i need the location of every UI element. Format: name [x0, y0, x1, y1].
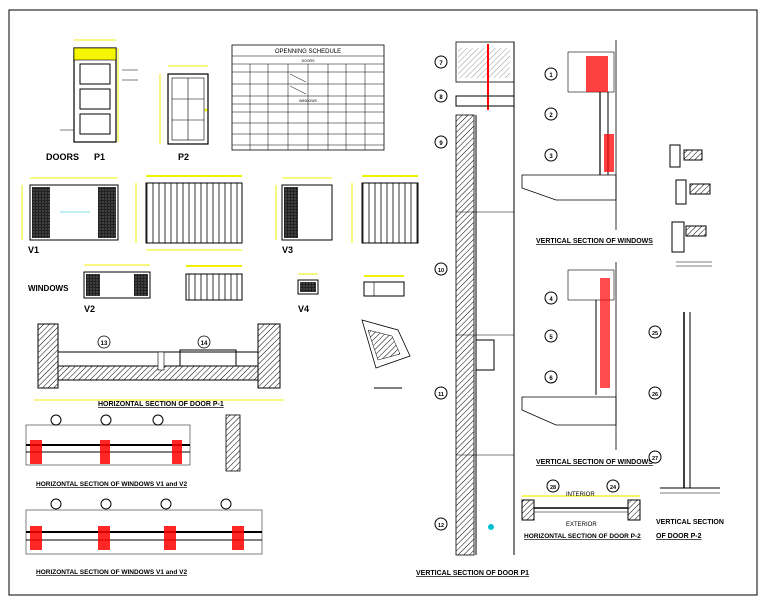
door-p2-elevation: [159, 65, 209, 145]
hsec-door-p2-title: HORIZONTAL SECTION OF DOOR P-2: [524, 533, 641, 540]
callout-26: 26: [648, 386, 662, 400]
vsec-door-p1-drawing: [455, 41, 515, 556]
schedule-windows-heading: WINDOWS: [299, 99, 317, 103]
v2-label: V2: [84, 304, 95, 314]
door-p2-tag: P2: [178, 152, 189, 162]
hsec-windows-a-title: HORIZONTAL SECTION OF WINDOWS V1 and V2: [36, 481, 187, 488]
window-v4-detail: [363, 275, 405, 297]
doors-label: DOORS: [46, 152, 79, 162]
callout-2: 2: [544, 107, 558, 121]
svg-text:28: 28: [550, 485, 556, 491]
vsec-windows-a-title: VERTICAL SECTION OF WINDOWS: [536, 238, 653, 245]
callout-5: 5: [544, 329, 558, 343]
windows-label: WINDOWS: [28, 284, 69, 293]
callout-12: 12: [434, 517, 448, 531]
vsec-windows-b-drawing: [521, 262, 617, 450]
callout-27: 27: [648, 450, 662, 464]
callout-6: 6: [544, 370, 558, 384]
svg-text:13: 13: [101, 341, 108, 347]
svg-text:5: 5: [549, 335, 553, 341]
callout-7: 7: [434, 55, 448, 69]
exterior-label: EXTERIOR: [566, 522, 597, 528]
vsec-door-p2-title-line1: VERTICAL SECTION: [656, 519, 724, 526]
callout-28: 28: [546, 479, 560, 493]
svg-text:1: 1: [549, 73, 553, 79]
svg-text:3: 3: [549, 154, 553, 160]
svg-text:26: 26: [652, 392, 658, 398]
interior-label: INTERIOR: [566, 492, 595, 498]
hardware-details: [669, 144, 712, 267]
callout-24: 24: [606, 479, 620, 493]
svg-text:14: 14: [201, 341, 208, 347]
svg-text:25: 25: [652, 331, 658, 337]
window-v1-elevation: [21, 177, 119, 241]
callout-10: 10: [434, 262, 448, 276]
svg-text:4: 4: [549, 297, 553, 303]
window-v1-detail: [135, 175, 243, 251]
svg-text:12: 12: [438, 523, 444, 529]
hsec-windows-b-title: HORIZONTAL SECTION OF WINDOWS V1 and V2: [36, 569, 187, 576]
svg-text:7: 7: [439, 61, 443, 67]
callout-4: 4: [544, 291, 558, 305]
window-v3-elevation: [275, 177, 333, 241]
svg-text:11: 11: [438, 392, 444, 398]
callout-3: 3: [544, 148, 558, 162]
window-v2-detail: [185, 265, 243, 301]
svg-text:8: 8: [439, 95, 443, 101]
vsec-door-p1-title: VERTICAL SECTION OF DOOR P1: [416, 570, 529, 577]
hsec-door-p1-drawing: [34, 323, 284, 401]
isometric-detail: [361, 319, 411, 389]
vsec-door-p2-drawing: [660, 312, 720, 494]
hsec-door-p2-drawing: [521, 495, 641, 521]
callout-1: 1: [544, 67, 558, 81]
v1-label: V1: [28, 245, 39, 255]
sheet-border: [8, 9, 758, 596]
schedule-doors-heading: DOORS: [302, 59, 316, 63]
svg-text:6: 6: [549, 376, 553, 382]
hsec-windows-b-drawing: [25, 498, 263, 555]
svg-text:27: 27: [652, 456, 658, 462]
door-p1-elevation: [60, 39, 138, 143]
callout-25: 25: [648, 325, 662, 339]
svg-text:9: 9: [439, 141, 443, 147]
svg-text:2: 2: [549, 113, 553, 119]
hsec-door-p1-title: HORIZONTAL SECTION OF DOOR P-1: [98, 401, 224, 408]
v4-label: V4: [298, 304, 309, 314]
wall-detail: [225, 414, 241, 472]
callout-13: 13: [97, 335, 111, 349]
opening-schedule-table: [231, 44, 385, 151]
v3-label: V3: [282, 245, 293, 255]
window-v2-elevation: [83, 264, 151, 299]
schedule-title: OPENNING SCHEDULE: [275, 49, 341, 55]
callout-8: 8: [434, 89, 448, 103]
window-v4-elevation: [297, 273, 319, 295]
window-v3-detail: [351, 175, 419, 244]
vsec-windows-b-title: VERTICAL SECTION OF WINDOWS: [536, 459, 653, 466]
svg-text:10: 10: [438, 268, 444, 274]
callout-14: 14: [197, 335, 211, 349]
vsec-windows-a-drawing: [521, 40, 617, 230]
callout-9: 9: [434, 135, 448, 149]
vsec-door-p2-title-line2: OF DOOR P-2: [656, 533, 702, 540]
svg-text:24: 24: [610, 485, 617, 491]
door-p1-tag: P1: [94, 152, 105, 162]
callout-11: 11: [434, 386, 448, 400]
hsec-windows-a-drawing: [25, 414, 191, 466]
